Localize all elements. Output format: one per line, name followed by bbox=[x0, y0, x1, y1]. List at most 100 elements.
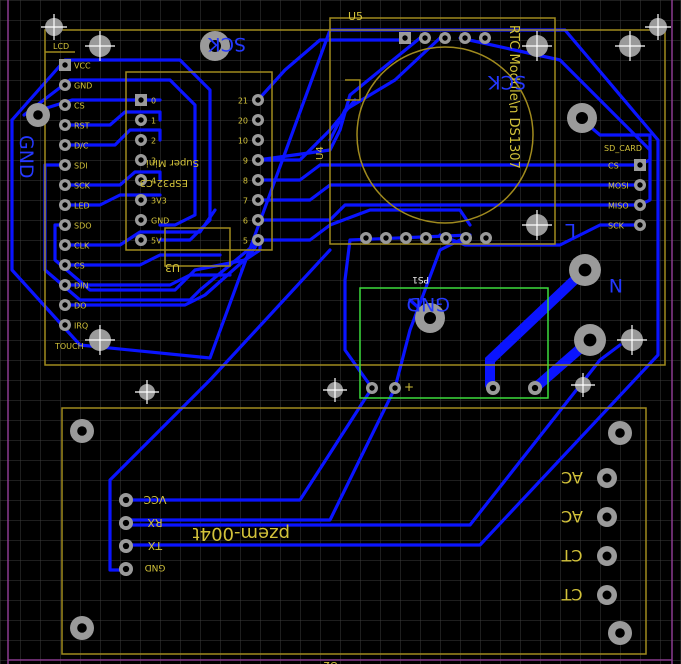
lcd-pin-pad-3-hole bbox=[62, 122, 68, 128]
label-touch: TOUCH bbox=[54, 342, 84, 351]
mount-hole-pzem-bl-hole bbox=[77, 623, 87, 633]
lcd-pin-pad-10-hole bbox=[62, 262, 68, 268]
copper-text-gnd-mid: GND bbox=[406, 293, 450, 315]
ps1-outline bbox=[359, 287, 549, 399]
ps1-pad-ac-n-hole bbox=[531, 384, 539, 392]
mount-hole-pzem-br-hole bbox=[615, 628, 625, 638]
sd-pin-label: MISO bbox=[608, 202, 629, 211]
rtc-bottom-pad-3-hole bbox=[423, 235, 429, 241]
rtc-top-pad-0-hole bbox=[402, 35, 408, 41]
label-super-mini: Super Mini bbox=[146, 157, 199, 168]
pzem-pin-pad-2-hole bbox=[122, 542, 130, 550]
lcd-pin-label: VCC bbox=[74, 62, 91, 71]
pzem-pin-label: VCC bbox=[143, 493, 166, 506]
esp-left-pin-label: 5V bbox=[151, 237, 162, 246]
esp-left-pin-pad-3-hole bbox=[138, 157, 144, 163]
lcd-pin-pad-13-hole bbox=[62, 322, 68, 328]
esp-left-pin-pad-6-hole bbox=[138, 217, 144, 223]
test-point-sck-right-hole bbox=[576, 112, 588, 124]
label-u3: U3 bbox=[165, 261, 180, 274]
pzem-pin-label: TX bbox=[147, 539, 163, 552]
rtc-battery-outline bbox=[356, 46, 534, 224]
label-u4: U4 bbox=[315, 146, 326, 160]
sd-pin-label: CS bbox=[608, 162, 619, 171]
sd-pin-pad-1-hole bbox=[637, 182, 643, 188]
esp-left-pin-pad-0-hole bbox=[138, 97, 144, 103]
lcd-pin-label: GND bbox=[74, 82, 92, 91]
esp-right-pin-label: 5 bbox=[243, 237, 248, 246]
esp-right-pin-label: 10 bbox=[238, 137, 248, 146]
rtc-top-pad-1-hole bbox=[422, 35, 428, 41]
test-point-gnd-left-hole bbox=[33, 110, 43, 120]
lcd-pin-label: DO bbox=[74, 302, 86, 311]
esp-right-pin-pad-5-hole bbox=[255, 197, 261, 203]
copper-text-sck-top: SCK bbox=[208, 33, 246, 55]
esp-right-pin-pad-7-hole bbox=[255, 237, 261, 243]
sd-pin-label: SCK bbox=[608, 222, 625, 231]
silkscreen bbox=[44, 17, 666, 655]
test-point-l-hole bbox=[578, 263, 592, 277]
ps1-pad-minus-hole bbox=[369, 385, 375, 391]
pzem-pin-label: GND bbox=[145, 562, 166, 572]
lcd-pin-label: SDI bbox=[74, 162, 88, 171]
pzem-terminal-label: CT bbox=[561, 546, 582, 565]
esp-right-pin-pad-4-hole bbox=[255, 177, 261, 183]
label-ps1: PS1 bbox=[412, 274, 429, 284]
lcd-pin-pad-12-hole bbox=[62, 302, 68, 308]
pzem-terminal-label: AC bbox=[561, 507, 583, 526]
esp-right-pin-label: 8 bbox=[243, 177, 248, 186]
esp-right-pin-label: 6 bbox=[243, 217, 248, 226]
pzem-terminal-pad-0-hole bbox=[602, 473, 612, 483]
pzem-outline bbox=[61, 407, 647, 655]
esp-left-pin-label: 3V3 bbox=[151, 197, 167, 206]
lcd-pin-label: IRQ bbox=[74, 322, 88, 331]
esp-right-pin-label: 21 bbox=[238, 97, 248, 106]
mount-hole-pzem-tl-hole bbox=[77, 426, 87, 436]
rtc-top-pad-4-hole bbox=[482, 35, 488, 41]
lcd-pin-pad-0-hole bbox=[62, 62, 68, 68]
sd-pin-pad-0-hole bbox=[637, 162, 643, 168]
lcd-pin-label: CLK bbox=[74, 242, 90, 251]
esp-left-pin-label: 3 bbox=[151, 157, 156, 166]
rtc-bottom-pad-6-hole bbox=[483, 235, 489, 241]
rtc-bottom-pad-5-hole bbox=[463, 235, 469, 241]
lcd-pin-label: CS bbox=[74, 102, 85, 111]
label-u5: U5 bbox=[348, 10, 363, 23]
lcd-pin-label: DIN bbox=[74, 282, 89, 291]
lcd-pin-pad-6-hole bbox=[62, 182, 68, 188]
lcd-pin-label: LED bbox=[74, 202, 90, 211]
rtc-top-pad-3-hole bbox=[462, 35, 468, 41]
sd-pin-pad-3-hole bbox=[637, 222, 643, 228]
lcd-pin-pad-11-hole bbox=[62, 282, 68, 288]
esp-left-pin-label: 1 bbox=[151, 117, 156, 126]
lcd-pin-label: CS bbox=[74, 262, 85, 271]
esp-left-pin-pad-1-hole bbox=[138, 117, 144, 123]
label-u2: U2 bbox=[323, 659, 338, 664]
sd-pin-pad-2-hole bbox=[637, 202, 643, 208]
lcd-pin-label: SDO bbox=[74, 222, 92, 231]
label-plus: + bbox=[404, 380, 414, 394]
test-point-n-hole bbox=[583, 333, 597, 347]
esp-right-pin-pad-6-hole bbox=[255, 217, 261, 223]
esp-left-pin-label: GND bbox=[151, 217, 169, 226]
lcd-pin-pad-7-hole bbox=[62, 202, 68, 208]
rtc-bottom-pad-0-hole bbox=[363, 235, 369, 241]
esp-left-pin-pad-2-hole bbox=[138, 137, 144, 143]
esp32-outline bbox=[125, 71, 273, 251]
pzem-terminal-pad-1-hole bbox=[602, 512, 612, 522]
esp-right-pin-pad-0-hole bbox=[255, 97, 261, 103]
copper-text-sck-right: SCK bbox=[488, 71, 526, 93]
copper-text-l: L bbox=[565, 219, 576, 241]
esp-left-pin-pad-5-hole bbox=[138, 197, 144, 203]
mount-hole-pzem-tr-hole bbox=[615, 428, 625, 438]
esp-left-pin-pad-7-hole bbox=[138, 237, 144, 243]
ps1-pad-plus-hole bbox=[392, 385, 398, 391]
pzem-terminal-pad-3-hole bbox=[602, 590, 612, 600]
esp-right-pin-label: 7 bbox=[243, 197, 248, 206]
